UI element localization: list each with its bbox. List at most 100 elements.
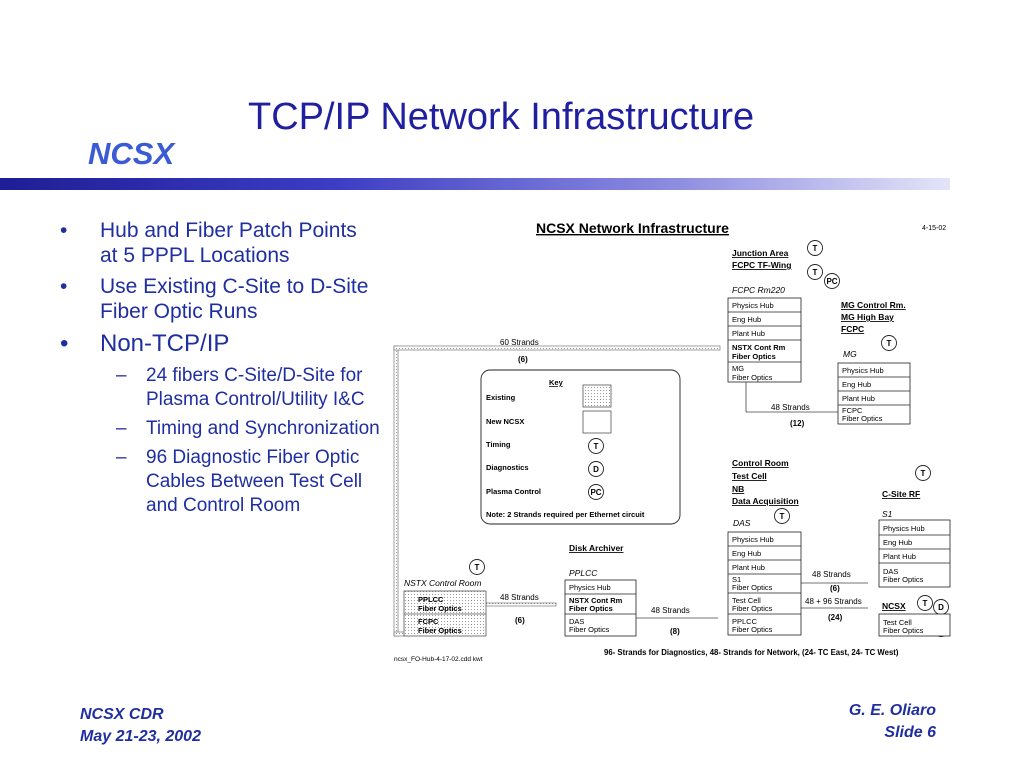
hub-label: Plant Hub [883,552,916,561]
sub-bullet-marker: – [116,447,127,468]
key-new-swatch [582,410,612,434]
nstx-control-room-node: NSTX Control Room PPLCC Fiber Optics FCP… [403,578,487,637]
hub-label: Test Cell [732,596,761,605]
timing-symbol-icon [807,240,823,256]
diagram-date: 4-15-02 [922,225,946,232]
plasma-control-symbol-label: PC [826,277,837,286]
hub-label: FCPC [418,617,439,626]
hub-label: Plant Hub [732,329,765,338]
strands-count: (12) [790,419,805,428]
hub-label: Fiber Optics [842,414,883,423]
file-tag: ncsx_FO-Hub-4-17-02.cdd kwt [394,656,483,663]
hub-stack [727,531,802,636]
footer-conference: NCSX CDR [80,706,164,723]
junction-area-node: Junction Area FCPC TF-Wing FCPC Rm220 Ph… [727,248,802,383]
hub-label: MG [732,364,744,373]
hub-label: Physics Hub [883,524,925,533]
strands-label: 60 Strands [500,338,539,347]
strands-count: (24) [828,613,843,622]
timing-symbol-label: T [475,563,480,572]
hub-label: Plant Hub [842,394,875,403]
header-gradient-band [0,178,950,190]
diagnostics-symbol-label: D [938,603,944,612]
bullet-marker: • [60,330,69,357]
node-heading: Disk Archiver [569,543,624,553]
timing-symbol-label: T [594,442,599,451]
timing-symbol-label: T [813,244,818,253]
hub-label: Physics Hub [842,366,884,375]
key-border [480,369,681,525]
c-site-rf-node: C-Site RF S1 Physics Hub Eng Hub Plant H… [878,489,951,588]
hub-label: Fiber Optics [418,604,462,613]
diagram-title: NCSX Network Infrastructure [536,220,729,236]
node-room: S1 [882,509,893,519]
timing-symbol-label: T [780,512,785,521]
hub-label: DAS [883,567,898,576]
key-existing-swatch [582,384,612,408]
bullet-item: •Hub and Fiber Patch Points at 5 PPPL Lo… [50,218,380,268]
hub-label: Physics Hub [732,535,774,544]
node-heading: C-Site RF [882,489,920,499]
bullet-text: Use Existing C-Site to D-Site Fiber Opti… [100,275,369,323]
hub-label: S1 [732,575,741,584]
hub-labels: Physics Hub Eng Hub Plant Hub S1 Fiber O… [732,535,774,634]
key-title: Key [549,378,564,387]
bullet-text: Hub and Fiber Patch Points at 5 PPPL Loc… [100,219,357,267]
hub-label: NSTX Cont Rm [569,596,623,605]
bullet-item: •Non-TCP/IP [50,330,380,358]
timing-symbol-label: T [923,599,928,608]
hub-stack [564,579,637,637]
timing-symbol-label: T [887,339,892,348]
hub-label: Fiber Optics [732,373,773,382]
footer-left: NCSX CDR May 21-23, 2002 [80,704,201,748]
timing-symbol-label: T [921,469,926,478]
timing-symbol-icon [915,465,931,481]
hub-dividers [728,545,801,615]
hub-label: Fiber Optics [732,604,773,613]
node-heading: MG Control Rm. [841,300,906,310]
hub-dividers [728,311,801,363]
hub-label: Fiber Optics [569,604,613,613]
strands-label: 48 Strands [771,403,810,412]
strands-label: 48 Strands [812,570,851,579]
ncsx-logo: NCSX [88,136,175,171]
strands-count: (8) [670,627,680,636]
key-existing-label: Existing [486,393,516,402]
timing-symbol-icon [588,438,604,454]
symbol-badges: T D PC T T PC T T T T D PC T [469,240,949,637]
node-heading: NB [732,484,744,494]
hub-label: Test Cell [883,618,912,627]
hub-label: Eng Hub [732,549,761,558]
hub-label: PPLCC [418,595,444,604]
hub-stack-existing [403,590,487,637]
strand-labels: 60 Strands (6) 48 Strands (12) 48 Strand… [500,338,862,636]
hub-label: NSTX Cont Rm [732,343,786,352]
plasma-control-symbol-icon [824,273,840,289]
ncsx-test-cell-node: NCSX Test Cell Fiber Optics [878,601,951,637]
timing-symbol-icon [807,264,823,280]
hub-stack [878,613,951,637]
key-plasma-label: Plasma Control [486,487,541,496]
node-heading: FCPC [841,324,864,334]
node-heading: Test Cell [732,471,767,481]
key-note: Note: 2 Strands required per Ethernet ci… [486,510,645,519]
control-room-node: Control Room Test Cell NB Data Acquisiti… [727,458,802,636]
timing-symbol-icon [881,335,897,351]
cable-60-strands [393,345,721,351]
strand-summary-note: 96- Strands for Diagnostics, 48- Strands… [604,648,899,657]
hub-label: Physics Hub [569,583,611,592]
node-room: PPLCC [569,568,598,578]
slide-title: TCP/IP Network Infrastructure [248,96,755,138]
strands-count: (6) [518,355,528,364]
key-legend: Key Existing New NCSX Timing Diagnostics… [480,369,681,525]
hub-label: Eng Hub [883,538,912,547]
strands-label: 48 Strands [500,593,539,602]
disk-archiver-node: Disk Archiver PPLCC Physics Hub NSTX Con… [564,543,637,637]
sub-bullet-text: 96 Diagnostic Fiber Optic Cables Between… [146,447,363,516]
sub-bullet-item: –Timing and Synchronization [50,417,380,441]
timing-symbol-icon [917,595,933,611]
hub-dividers [565,593,636,615]
hub-label: Plant Hub [732,563,765,572]
hub-labels: Physics Hub Eng Hub Plant Hub DAS Fiber … [883,524,925,584]
hub-labels: PPLCC Fiber Optics FCPC Fiber Optics [418,595,462,635]
